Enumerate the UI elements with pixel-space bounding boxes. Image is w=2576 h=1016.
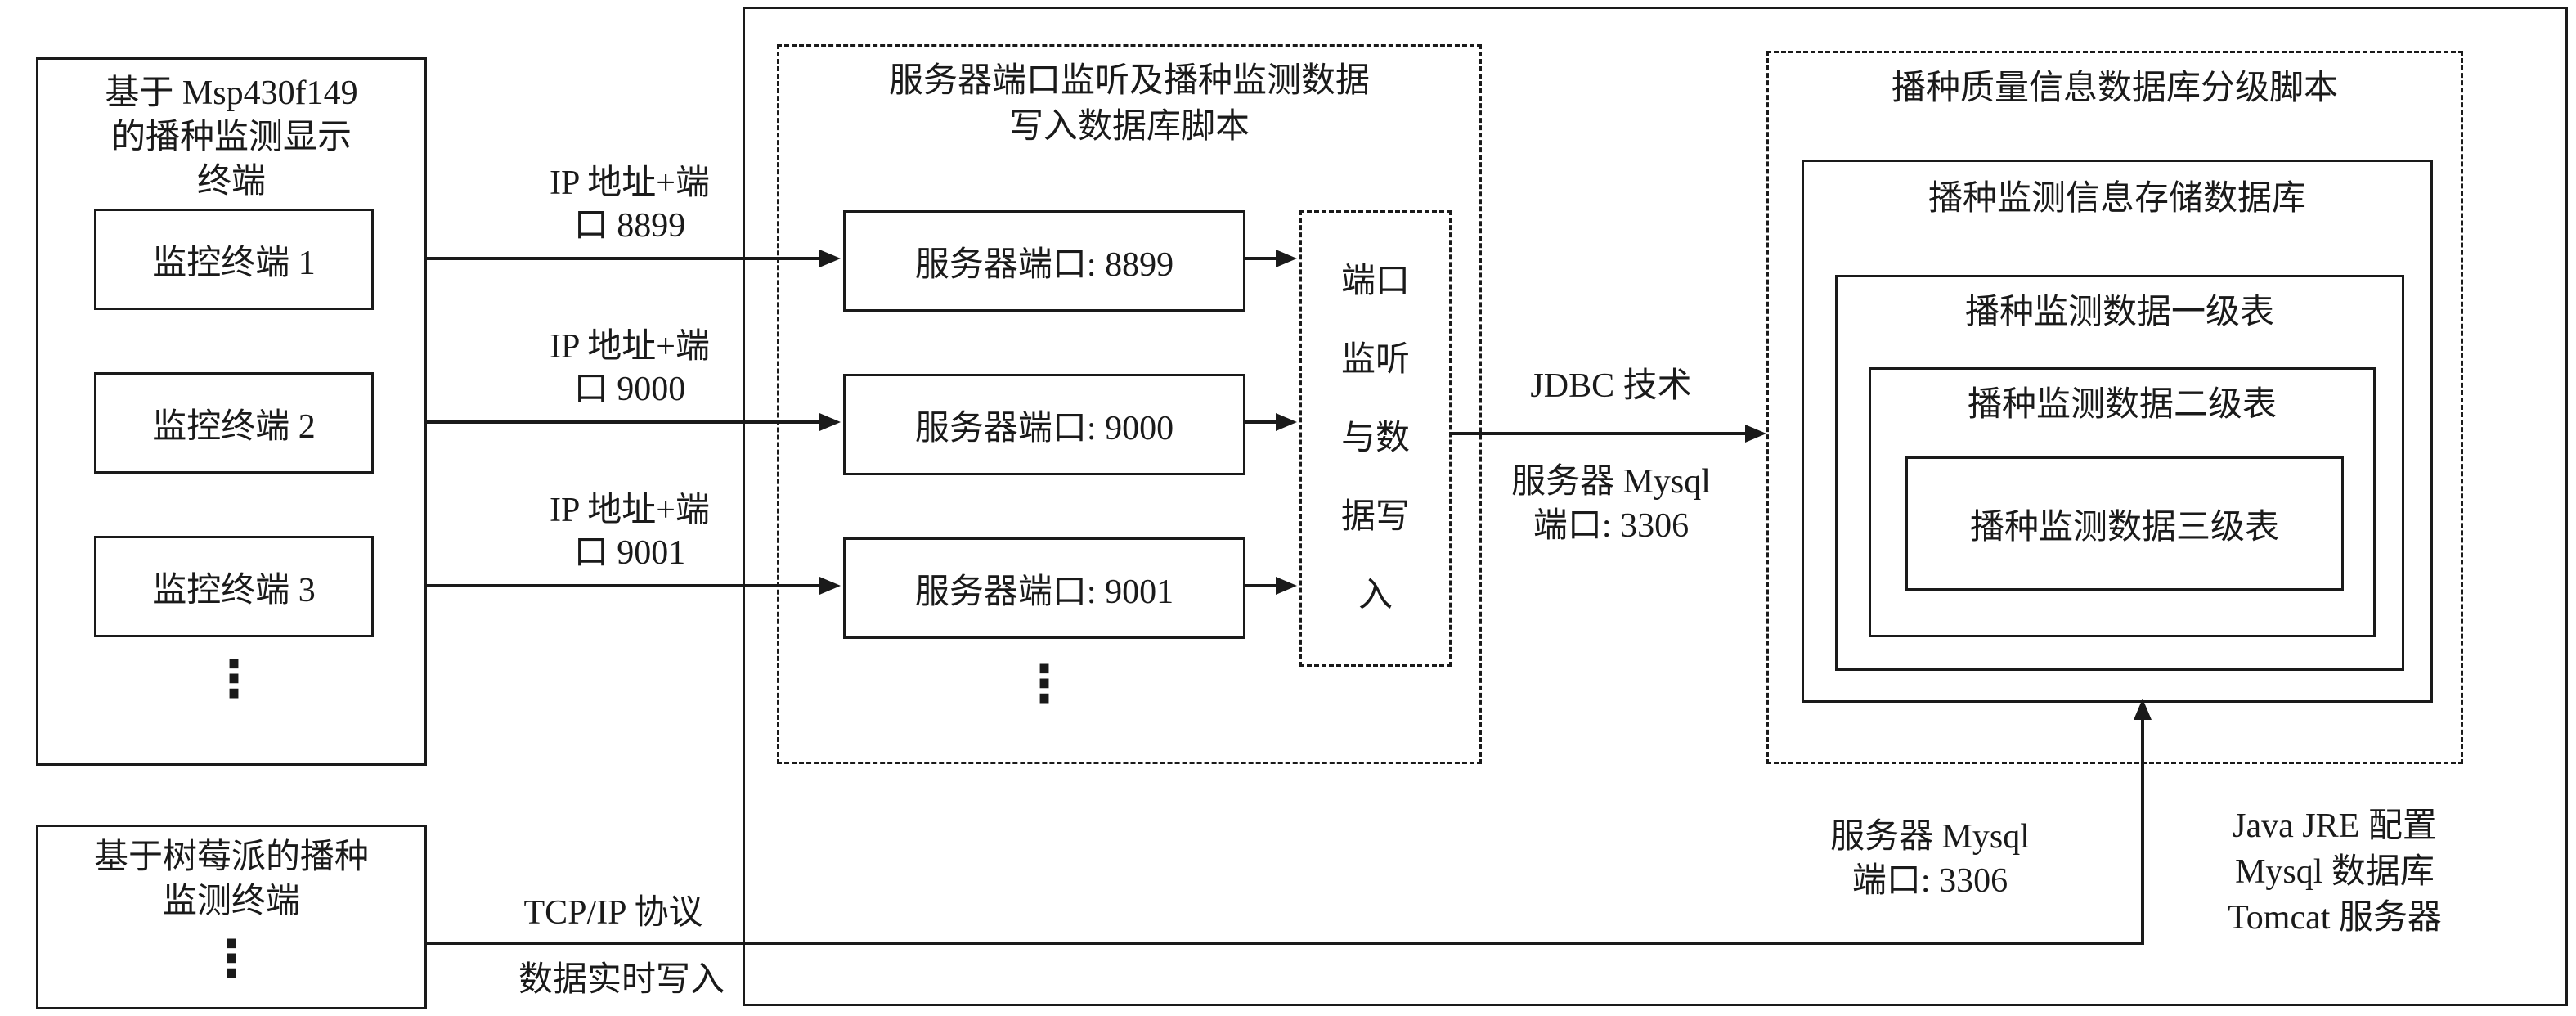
ip-9001-arrowhead-icon [819,577,841,595]
server-port-8899-box: 服务器端口: 8899 [843,210,1245,312]
server-port-9000-box: 服务器端口: 9000 [843,374,1245,475]
monitor-terminal-2-label: 监控终端 2 [152,407,316,446]
ip-9001-line [427,584,819,587]
port-listening-script-box: 服务器端口监听及播种监测数据 写入数据库脚本 服务器端口: 8899 服务器端口… [777,44,1482,764]
server-port-9001-box: 服务器端口: 9001 [843,537,1245,639]
jdbc-mysql-port-label: 服务器 Mysql 端口: 3306 [1511,463,1711,545]
server-outer-box [743,7,2568,1006]
jdbc-line [1449,432,1747,435]
port-listener-writer-box: 端口 监听 与数 据写 入 [1299,210,1452,667]
ip-8899-arrowhead-icon [819,250,841,267]
ip-port-9000-link-label: IP 地址+端 口 9000 [550,328,710,408]
port2-to-listener-line [1243,420,1277,424]
grading-script-box: 播种质量信息数据库分级脚本 播种监测信息存储数据库 播种监测数据一级表 播种监测… [1766,51,2463,764]
raspberry-terminal-title: 基于树莓派的播种 监测终端 [93,838,369,920]
port3-to-listener-arrowhead-icon [1276,577,1297,595]
ip-9000-arrowhead-icon [819,413,841,431]
level2-table-box: 播种监测数据二级表 播种监测数据三级表 [1869,367,2376,637]
storage-database-title: 播种监测信息存储数据库 [1928,180,2306,218]
level1-table-box: 播种监测数据一级表 播种监测数据二级表 播种监测数据三级表 [1835,275,2404,671]
level3-table-box: 播种监测数据三级表 [1905,456,2344,591]
raspberry-ellipsis: ⋮ [206,928,257,988]
tcp-realtime-write-label: 数据实时写入 [518,961,725,999]
port1-to-listener-arrowhead-icon [1276,250,1297,267]
msp-ellipsis: ⋮ [209,649,259,708]
level3-table-label: 播种监测数据三级表 [1969,508,2279,546]
server-port-9001-label: 服务器端口: 9001 [914,573,1174,611]
jdbc-arrowhead-icon [1745,425,1766,443]
monitor-terminal-1-label: 监控终端 1 [152,244,316,282]
raspberry-terminal-box: 基于树莓派的播种 监测终端 ⋮ [36,825,427,1009]
port3-to-listener-line [1243,584,1277,587]
port-listener-writer-label: 端口 监听 与数 据写 入 [1340,263,1410,614]
level1-table-label: 播种监测数据一级表 [1964,294,2274,331]
tcp-horizontal-line [427,942,2144,945]
ip-port-8899-link-label: IP 地址+端 口 8899 [550,164,710,245]
server-ports-ellipsis: ⋮ [1019,654,1070,713]
grading-script-title: 播种质量信息数据库分级脚本 [1891,70,2338,107]
ip-8899-line [427,257,819,260]
storage-database-box: 播种监测信息存储数据库 播种监测数据一级表 播种监测数据二级表 播种监测数据三级… [1802,160,2433,703]
server-port-8899-label: 服务器端口: 8899 [914,245,1174,284]
port-listening-script-title: 服务器端口监听及播种监测数据 写入数据库脚本 [888,62,1370,146]
monitor-terminal-3-label: 监控终端 3 [152,571,316,609]
port1-to-listener-line [1243,257,1277,260]
ip-9000-line [427,420,819,424]
server-port-9000-label: 服务器端口: 9000 [914,409,1174,447]
msp430-group-title: 基于 Msp430f149 的播种监测显示 终端 [105,74,358,200]
monitor-terminal-3-box: 监控终端 3 [94,536,374,637]
jdbc-tech-label: JDBC 技术 [1530,367,1692,405]
ip-port-9001-link-label: IP 地址+端 口 9001 [550,492,710,572]
monitor-terminal-2-box: 监控终端 2 [94,372,374,474]
msp430-terminal-group-box: 基于 Msp430f149 的播种监测显示 终端 监控终端 1 监控终端 2 监… [36,57,427,766]
level2-table-label: 播种监测数据二级表 [1967,386,2277,424]
tcp-arrowhead-icon [2134,699,2152,720]
bottom-mysql-port-label: 服务器 Mysql 端口: 3306 [1830,818,2030,900]
monitor-terminal-1-box: 监控终端 1 [94,209,374,310]
tcp-protocol-label: TCP/IP 协议 [523,894,703,932]
server-environment-label: Java JRE 配置 Mysql 数据库 Tomcat 服务器 [2228,807,2442,937]
tcp-vertical-line [2141,720,2144,945]
port2-to-listener-arrowhead-icon [1276,413,1297,431]
